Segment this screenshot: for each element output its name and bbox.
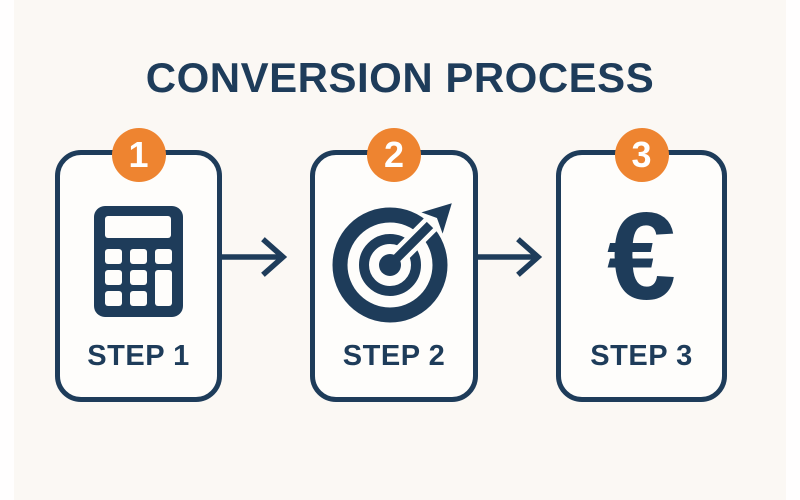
left-edge-band bbox=[0, 0, 14, 500]
calculator-icon bbox=[94, 205, 183, 317]
arrow-right-icon bbox=[476, 237, 543, 277]
step-1-number-badge: 1 bbox=[111, 128, 166, 182]
step-2-number-badge: 2 bbox=[367, 128, 421, 182]
step-3-card: 3 € STEP 3 bbox=[556, 128, 727, 402]
step-3-label: STEP 3 bbox=[590, 340, 693, 372]
step-2-label: STEP 2 bbox=[342, 340, 446, 372]
step-3-number-badge: 3 bbox=[614, 128, 669, 182]
step-1-badge-number: 1 bbox=[128, 134, 149, 175]
step-1-icon-zone bbox=[60, 195, 217, 327]
step-2-badge-number: 2 bbox=[383, 134, 405, 175]
dart-target-icon bbox=[332, 197, 456, 323]
step-2-icon-zone bbox=[315, 195, 473, 327]
page-title: CONVERSION PROCESS bbox=[145, 54, 655, 101]
right-edge-band bbox=[786, 0, 800, 500]
step-2-card: 2 STEP 2 bbox=[310, 128, 478, 402]
step-1-card: 1 STEP 1 bbox=[55, 128, 222, 402]
step-3-icon-zone: € bbox=[561, 195, 722, 327]
euro-currency-icon: € bbox=[607, 188, 676, 326]
step-1-label: STEP 1 bbox=[87, 340, 190, 372]
step-3-badge-number: 3 bbox=[631, 134, 652, 175]
arrow-right-icon bbox=[221, 237, 288, 277]
